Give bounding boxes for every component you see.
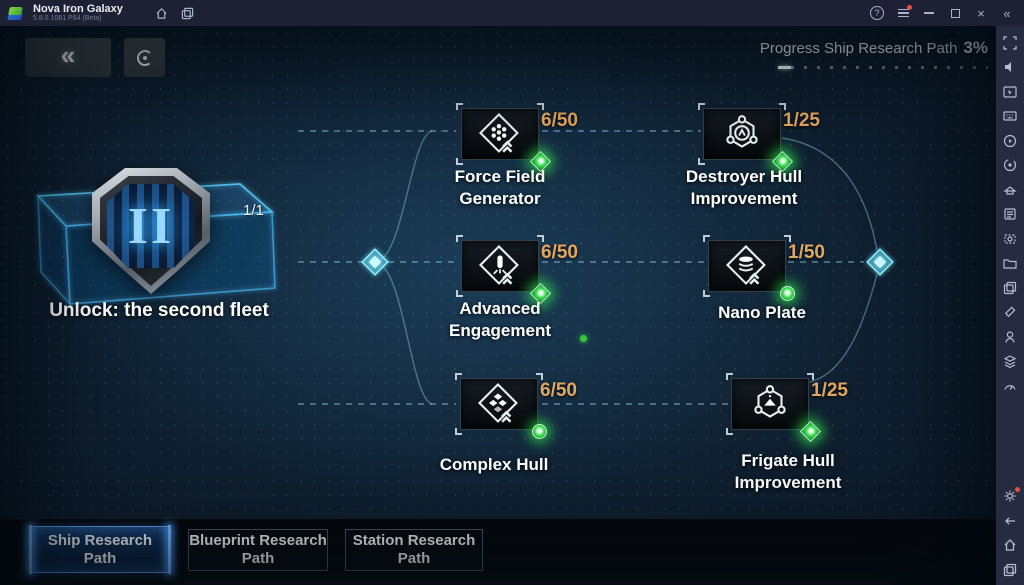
- status-badge: [780, 286, 795, 301]
- node-advanced-engagement[interactable]: 6/50: [456, 235, 578, 305]
- recent-apps-icon[interactable]: [1003, 562, 1018, 577]
- node-label: Frigate Hull Improvement: [734, 451, 842, 492]
- farm-mode-icon[interactable]: [1003, 182, 1018, 197]
- tab-blueprint-research-path[interactable]: Blueprint Research Path: [188, 529, 328, 571]
- settings-gear-icon[interactable]: [1003, 486, 1020, 504]
- settings-notification-dot: [1014, 486, 1020, 492]
- eraser-icon[interactable]: [1003, 305, 1018, 320]
- progress-header: Progress Ship Research Path 3%: [700, 38, 988, 58]
- node-count: 6/50: [541, 242, 578, 263]
- node-count: 1/50: [788, 242, 825, 263]
- app-title: Nova Iron Galaxy: [33, 2, 123, 15]
- emblem-screen: II: [107, 184, 195, 268]
- fleet-unlock-caption: Unlock: the second fleet: [49, 300, 269, 321]
- reset-view-button[interactable]: [124, 38, 165, 77]
- multi-instance-icon[interactable]: [1003, 280, 1018, 295]
- node-destroyer-hull-improvement[interactable]: 1/25: [698, 103, 820, 173]
- cursor-box-icon[interactable]: [1003, 84, 1018, 99]
- map-marker-dot: [580, 335, 587, 342]
- game-controls-icon[interactable]: [1003, 109, 1018, 124]
- back-button[interactable]: «: [25, 38, 111, 77]
- eco-mode-icon[interactable]: [1003, 354, 1018, 369]
- screenshot-icon[interactable]: [1003, 231, 1018, 246]
- node-label: Advanced Engagement: [448, 299, 552, 340]
- menu-icon[interactable]: [892, 5, 914, 21]
- bottom-tab-bar: Ship Research Path Blueprint Research Pa…: [0, 518, 996, 585]
- node-count: 6/50: [541, 110, 578, 131]
- app-version: 5.8.0.1081 P64 (Beta): [33, 15, 102, 23]
- bluestacks-sidebar: [996, 26, 1024, 585]
- close-icon[interactable]: ×: [977, 5, 985, 21]
- game-viewport: « Progress Ship Research Path 3% II 1/1 U…: [0, 26, 996, 585]
- advanced-engagement-icon: [478, 244, 519, 285]
- fleet-numeral: II: [127, 197, 175, 255]
- shake-icon[interactable]: [1003, 329, 1018, 344]
- media-manager-icon[interactable]: [1003, 256, 1018, 271]
- node-label: Nano Plate: [718, 303, 806, 322]
- tab-label: Station Research Path: [352, 532, 476, 567]
- recent-windows-icon[interactable]: [175, 3, 201, 23]
- window-controls: ? × «: [866, 5, 1018, 21]
- vignette-overlay: [0, 26, 996, 585]
- bluestacks-titlebar: Nova Iron Galaxy 5.8.0.1081 P64 (Beta) ?…: [0, 0, 1024, 26]
- tab-label: Blueprint Research Path: [189, 532, 327, 567]
- home-icon[interactable]: [149, 3, 175, 23]
- collapse-toolbar-icon[interactable]: «: [1003, 5, 1011, 21]
- progress-bar-fill: [778, 66, 791, 69]
- fleet-emblem[interactable]: II: [92, 168, 210, 294]
- back-icon[interactable]: [1003, 513, 1018, 528]
- node-nano-plate[interactable]: 1/50: [703, 235, 825, 301]
- node-count: 1/25: [811, 380, 848, 401]
- node-label: Destroyer Hull Improvement: [685, 167, 803, 208]
- macro-recorder-icon[interactable]: [1003, 133, 1018, 148]
- node-label: Force Field Generator: [454, 167, 546, 208]
- complex-hull-icon: [477, 382, 518, 423]
- volume-icon[interactable]: [1003, 60, 1018, 75]
- help-icon[interactable]: ?: [866, 6, 888, 20]
- nano-plate-icon: [725, 244, 766, 285]
- reset-icon: [136, 49, 153, 66]
- rotate-icon[interactable]: [1003, 158, 1018, 173]
- node-label: Complex Hull: [439, 455, 549, 474]
- progress-value: 3%: [963, 38, 988, 57]
- menu-notification-dot: [907, 5, 912, 10]
- performance-icon[interactable]: [1003, 378, 1018, 393]
- progress-label: Progress Ship Research Path: [759, 40, 958, 57]
- app-title-block: Nova Iron Galaxy 5.8.0.1081 P64 (Beta): [33, 2, 123, 23]
- force-field-icon: [478, 112, 519, 153]
- back-button-glyph: «: [60, 40, 76, 70]
- tab-ship-research-path[interactable]: Ship Research Path: [29, 525, 171, 574]
- android-home-icon[interactable]: [1003, 538, 1018, 553]
- tab-station-research-path[interactable]: Station Research Path: [345, 529, 483, 571]
- frigate-hull-icon: [754, 385, 786, 418]
- destroyer-hull-icon: [726, 115, 758, 148]
- fleet-count: 1/1: [243, 202, 264, 219]
- maximize-icon[interactable]: [944, 8, 966, 18]
- tab-label: Ship Research Path: [47, 531, 153, 567]
- minimize-icon[interactable]: [918, 12, 940, 14]
- progress-bar: [778, 66, 988, 69]
- node-count: 1/25: [783, 110, 820, 131]
- fullscreen-icon[interactable]: [1003, 35, 1018, 50]
- status-badge: [532, 424, 547, 439]
- node-frigate-hull-improvement[interactable]: 1/25: [726, 373, 848, 443]
- node-complex-hull[interactable]: 6/50: [455, 373, 577, 439]
- bluestacks-logo-icon: [7, 6, 24, 21]
- script-icon[interactable]: [1003, 207, 1018, 222]
- node-count: 6/50: [540, 380, 577, 401]
- node-force-field-generator[interactable]: 6/50: [456, 103, 578, 173]
